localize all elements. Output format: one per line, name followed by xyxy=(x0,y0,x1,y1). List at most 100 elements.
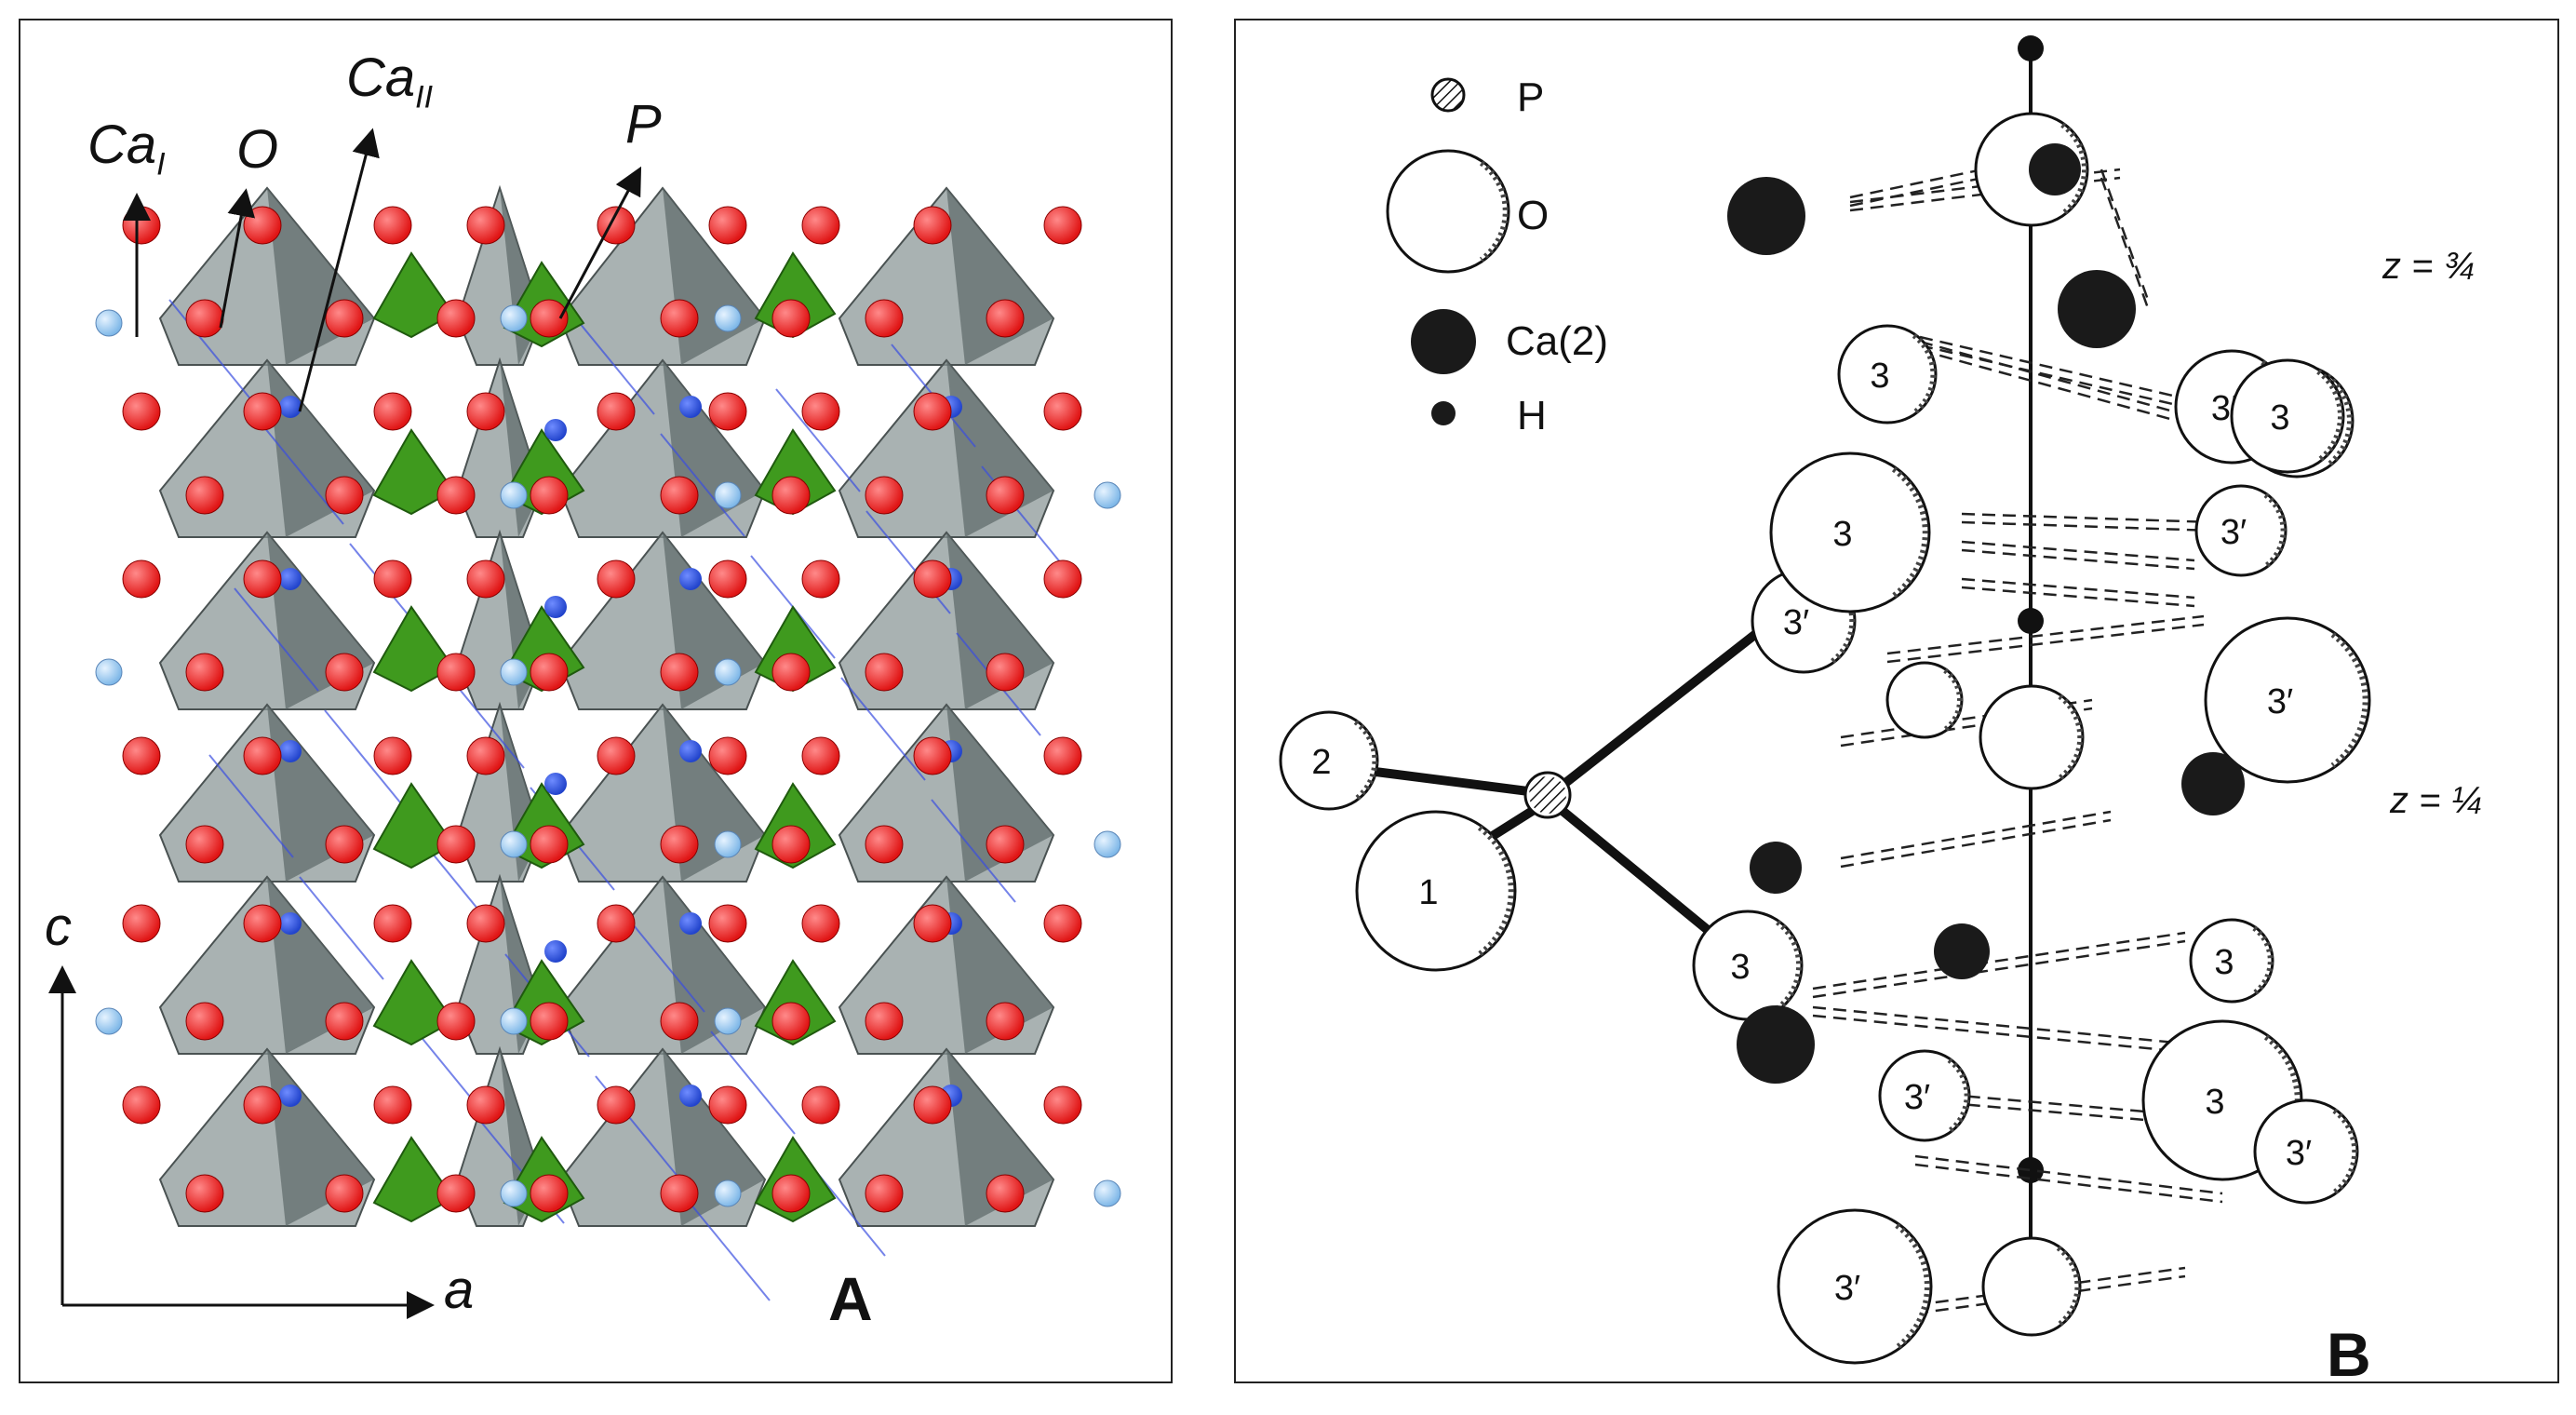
oxygen-atom xyxy=(1043,1085,1082,1125)
oxygen-number-label: 3′ xyxy=(2286,1134,2312,1173)
oxygen-atom xyxy=(373,206,412,245)
oxygen-atom xyxy=(185,825,224,864)
bond-line xyxy=(299,876,384,980)
oxygen-atom xyxy=(243,736,282,775)
hydrogen-bond-line xyxy=(1961,548,2195,571)
p-o-bond xyxy=(1549,622,1770,797)
polyhedron-shade xyxy=(946,188,1053,365)
oxygen-atom xyxy=(708,904,747,943)
label-arrow xyxy=(298,128,380,412)
ca-ii-atom xyxy=(544,419,567,441)
oxygen-atom xyxy=(771,1002,811,1041)
oxygen-shading xyxy=(2263,492,2287,569)
oxygen-atom xyxy=(1279,710,1379,811)
ca-ii-atom xyxy=(279,1085,302,1107)
oxygen-atom xyxy=(708,559,747,599)
ca-ii-atom xyxy=(679,568,702,590)
p-o-bond xyxy=(1549,799,1737,955)
oxygen-atom xyxy=(436,299,476,338)
oxygen-number-label: 3 xyxy=(2205,1083,2224,1122)
hydrogen-atom xyxy=(2018,35,2044,61)
oxygen-atom xyxy=(1837,324,1938,424)
ca-ii-atom xyxy=(679,912,702,935)
oxygen-atom xyxy=(801,736,840,775)
oxygen-number-label: 3′ xyxy=(1904,1078,1930,1117)
oxygen-shading xyxy=(2252,925,2274,996)
oxygen-atom xyxy=(122,736,161,775)
oxygen-atom xyxy=(530,825,569,864)
ca-i-atom xyxy=(714,481,742,509)
oxygen-atom xyxy=(708,1085,747,1125)
oxygen-shading xyxy=(2060,122,2087,217)
oxygen-atom xyxy=(243,559,282,599)
oxygen-atom xyxy=(436,1174,476,1213)
oxygen-atom xyxy=(185,299,224,338)
oxygen-atom xyxy=(597,1085,636,1125)
legend-o-icon xyxy=(1386,149,1510,274)
oxygen-atom xyxy=(660,1002,699,1041)
polyhedron-shade xyxy=(946,1049,1053,1226)
ca-ii-atom xyxy=(679,396,702,418)
oxygen-atom xyxy=(1769,451,1931,613)
legend-h-icon xyxy=(1431,401,1456,425)
oxygen-shading xyxy=(1891,466,1928,599)
panel-b-letter: B xyxy=(2327,1320,2371,1383)
oxygen-number-label: 3′ xyxy=(1834,1269,1860,1308)
oxygen-shading xyxy=(2330,632,2368,768)
phosphate-tetrahedron xyxy=(372,1136,455,1223)
ca2-atom xyxy=(1934,923,1990,979)
oxygen-number-label: 2 xyxy=(1311,743,1331,782)
oxygen-atom xyxy=(913,206,952,245)
oxygen-atom xyxy=(466,206,505,245)
oxygen-atom xyxy=(1355,810,1517,972)
ca-i-atom xyxy=(95,658,123,686)
polyhedron-shade xyxy=(946,705,1053,882)
ca2-atom xyxy=(1737,1005,1815,1084)
hydrogen-bond-line xyxy=(1886,623,2205,664)
bond-line xyxy=(168,299,254,403)
oxygen-atom xyxy=(865,476,904,515)
c-axis-label: c xyxy=(45,896,72,957)
z-one-quarter-label: z = ¼ xyxy=(2390,780,2482,821)
polyhedron-shade xyxy=(946,877,1053,1054)
legend-h-label: H xyxy=(1517,393,1547,438)
oxygen-atom xyxy=(986,1174,1025,1213)
oxygen-atom xyxy=(122,1085,161,1125)
ca-i-label: CaI xyxy=(87,115,166,182)
oxygen-shading xyxy=(2058,694,2084,781)
ca-i-atom xyxy=(500,1007,528,1035)
bond-line xyxy=(710,1031,796,1135)
oxygen-atom xyxy=(771,1174,811,1213)
oxygen-atom xyxy=(1043,904,1082,943)
oxygen-atom xyxy=(597,904,636,943)
oxygen-atom xyxy=(373,559,412,599)
oxygen-atom xyxy=(185,476,224,515)
ca-ii-atom xyxy=(279,740,302,762)
ca-i-atom xyxy=(714,658,742,686)
oxygen-atom xyxy=(597,392,636,431)
ca-i-atom xyxy=(1093,1179,1121,1207)
label-arrow xyxy=(219,188,256,329)
ca-i-atom xyxy=(95,1007,123,1035)
oxygen-atom xyxy=(243,206,282,245)
oxygen-atom xyxy=(325,299,364,338)
polyhedron-shade xyxy=(946,360,1053,537)
bond-line xyxy=(660,433,745,537)
oxygen-atom xyxy=(436,825,476,864)
oxygen-atom xyxy=(660,1174,699,1213)
bond-line xyxy=(775,388,861,492)
oxygen-atom xyxy=(1981,1236,2082,1337)
oxygen-atom xyxy=(597,736,636,775)
oxygen-atom xyxy=(865,1002,904,1041)
oxygen-atom xyxy=(865,825,904,864)
ca2-atom xyxy=(1727,177,1805,255)
oxygen-atom xyxy=(1043,736,1082,775)
bond-line xyxy=(570,311,655,415)
hydrogen-bond-line xyxy=(1961,512,2242,525)
oxygen-atom xyxy=(466,904,505,943)
oxygen-atom xyxy=(325,653,364,692)
oxygen-atom xyxy=(660,476,699,515)
oxygen-number-label: 3′ xyxy=(2220,513,2247,552)
